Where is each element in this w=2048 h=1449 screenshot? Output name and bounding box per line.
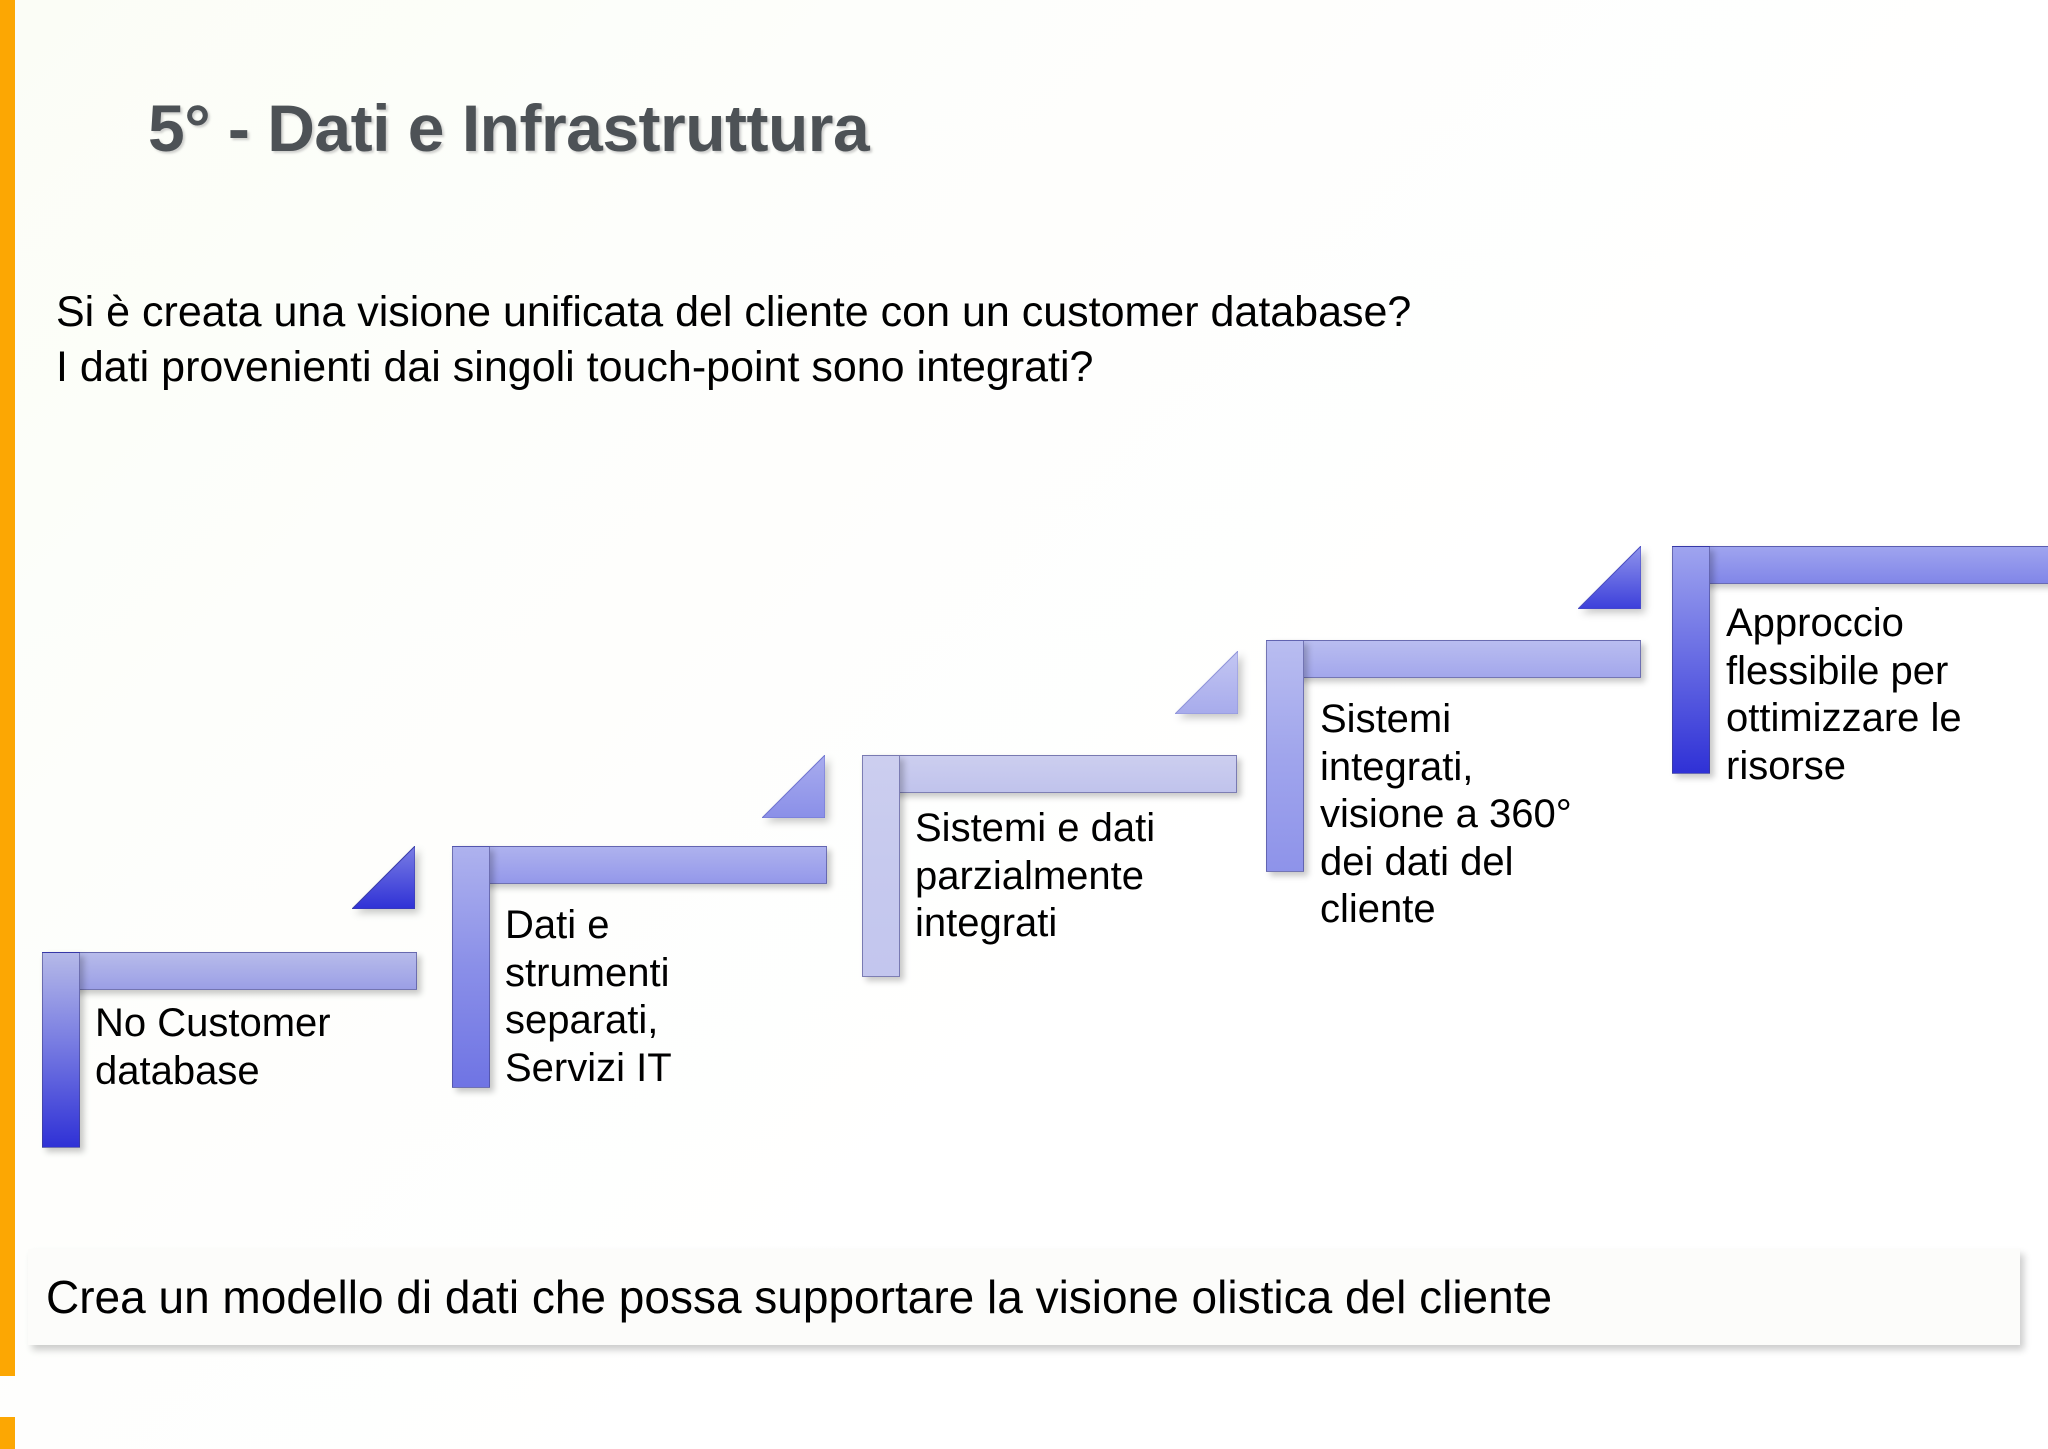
stair-step-2-top-arm: [452, 846, 827, 884]
stair-step-2-riser-arm: [452, 846, 490, 1088]
stair-step-1-riser-arm: [42, 952, 80, 1148]
stair-step-5-top-arm: [1672, 546, 2048, 584]
stair-step-1-label: No Customer database: [95, 1001, 331, 1093]
stair-step-1-top-arm: [42, 952, 417, 990]
intro-line-1: Si è creata una visione unificata del cl…: [56, 288, 1412, 336]
stair-step-5-label: Approccio flessibile per ottimizzare le …: [1726, 601, 1962, 788]
stair-step-3-riser-arm: [862, 755, 900, 977]
stair-step-5-riser-arm: [1672, 546, 1710, 774]
left-accent-bar-top: [0, 0, 15, 1376]
stair-step-2-label: Dati e strumenti separati, Servizi IT: [505, 903, 672, 1090]
page-title: 5° - Dati e Infrastruttura: [148, 91, 870, 165]
bottom-callout-text: Crea un modello di dati che possa suppor…: [46, 1271, 1553, 1323]
intro-question-block: Si è creata una visione unificata del cl…: [56, 285, 1411, 395]
stair-step-5-riser-triangle: [1578, 546, 1641, 609]
intro-line-2: I dati provenienti dai singoli touch-poi…: [56, 343, 1094, 392]
left-accent-bar-bottom: [0, 1417, 15, 1449]
bottom-callout-banner: Crea un modello di dati che possa suppor…: [28, 1249, 2020, 1345]
stair-step-4-riser-triangle: [1175, 651, 1238, 714]
stair-step-3-top-arm: [862, 755, 1237, 793]
stair-step-2-riser-triangle: [352, 846, 415, 909]
stair-step-4-riser-arm: [1266, 640, 1304, 872]
stair-step-3-riser-triangle: [762, 755, 825, 818]
stair-step-4-label: Sistemi integrati, visione a 360° dei da…: [1320, 697, 1572, 932]
stair-step-4-top-arm: [1266, 640, 1641, 678]
stair-step-3-label: Sistemi e dati parzialmente integrati: [915, 806, 1156, 946]
